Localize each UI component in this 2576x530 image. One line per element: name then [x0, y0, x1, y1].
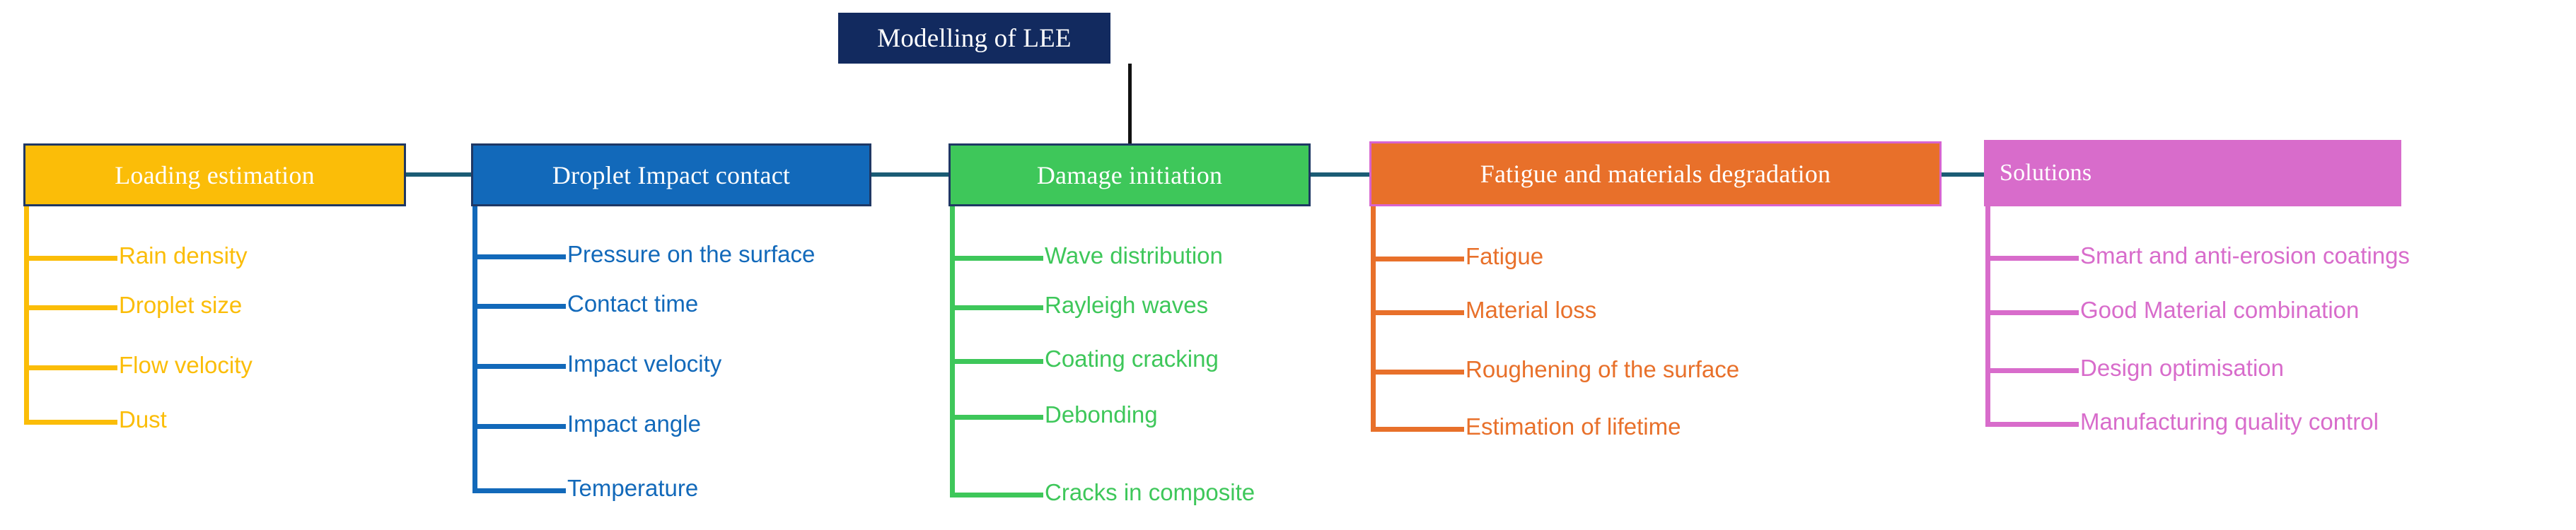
branch-label-damage-initiation: Damage initiation: [1036, 160, 1223, 189]
branch-twig: [1371, 310, 1464, 315]
branch-twig: [1985, 422, 2079, 427]
branch-label-solutions: Solutions: [2000, 160, 2092, 186]
leaf-item[interactable]: Rain density: [119, 242, 248, 269]
connector-fatigue-to-solutions: [1942, 172, 1984, 177]
branch-twig: [24, 420, 117, 425]
leaf-item[interactable]: Pressure on the surface: [567, 241, 816, 267]
branch-twig: [472, 424, 566, 429]
leaf-item[interactable]: Smart and anti-erosion coatings: [2080, 242, 2410, 269]
leaf-item[interactable]: Manufacturing quality control: [2080, 408, 2379, 435]
branch-twig: [950, 415, 1043, 420]
branch-twig: [24, 305, 117, 310]
connector-root-to-damage-initiation: [1128, 64, 1132, 143]
branch-twig: [950, 359, 1043, 364]
branch-twig: [24, 365, 117, 370]
leaf-item[interactable]: Wave distribution: [1045, 242, 1223, 269]
leaf-item[interactable]: Debonding: [1045, 401, 1158, 428]
leaf-item[interactable]: Impact angle: [567, 411, 701, 437]
leaf-item[interactable]: Coating cracking: [1045, 346, 1219, 372]
root-node-modelling-of-lee[interactable]: Modelling of LEE: [838, 13, 1110, 64]
branch-node-damage-initiation[interactable]: Damage initiation: [948, 143, 1311, 206]
leaf-item[interactable]: Estimation of lifetime: [1466, 413, 1681, 440]
leaf-item[interactable]: Impact velocity: [567, 351, 722, 377]
connector-loading-to-droplet: [406, 172, 471, 177]
leaf-item[interactable]: Flow velocity: [119, 352, 253, 378]
root-node-label: Modelling of LEE: [877, 23, 1072, 53]
branch-twig: [472, 364, 566, 369]
leaf-item[interactable]: Contact time: [567, 290, 699, 317]
leaf-item[interactable]: Fatigue: [1466, 243, 1544, 269]
connector-damage-to-fatigue: [1311, 172, 1369, 177]
branch-twig: [950, 256, 1043, 261]
leaf-item[interactable]: Temperature: [567, 475, 699, 501]
branch-twig: [1371, 370, 1464, 375]
branch-label-loading-estimation: Loading estimation: [115, 160, 315, 189]
leaf-item[interactable]: Cracks in composite: [1045, 479, 1255, 505]
leaf-item[interactable]: Material loss: [1466, 297, 1597, 323]
branch-stem-droplet-impact-contact: [472, 206, 477, 493]
branch-twig: [24, 256, 117, 261]
leaf-item[interactable]: Dust: [119, 406, 167, 432]
branch-stem-damage-initiation: [950, 206, 955, 497]
branch-node-fatigue-and-materials-degradation[interactable]: Fatigue and materials degradation: [1369, 141, 1942, 206]
branch-twig: [1371, 257, 1464, 261]
branch-label-droplet-impact-contact: Droplet Impact contact: [552, 160, 791, 189]
branch-node-solutions[interactable]: Solutions: [1984, 140, 2401, 206]
branch-stem-fatigue-and-materials-degradation: [1371, 206, 1376, 432]
branch-node-loading-estimation[interactable]: Loading estimation: [23, 143, 406, 206]
leaf-item[interactable]: Droplet size: [119, 292, 243, 318]
branch-twig: [1985, 310, 2079, 315]
leaf-item[interactable]: Good Material combination: [2080, 297, 2360, 323]
leaf-item[interactable]: Rayleigh waves: [1045, 292, 1209, 318]
branch-stem-solutions: [1985, 206, 1990, 427]
branch-twig: [472, 254, 566, 259]
branch-twig: [472, 304, 566, 309]
leaf-item[interactable]: Roughening of the surface: [1466, 356, 1740, 382]
branch-twig: [1985, 368, 2079, 373]
branch-twig: [472, 488, 566, 493]
branch-node-droplet-impact-contact[interactable]: Droplet Impact contact: [471, 143, 871, 206]
branch-twig: [1985, 256, 2079, 261]
leaf-item[interactable]: Design optimisation: [2080, 355, 2284, 381]
connector-droplet-to-damage: [871, 172, 948, 177]
branch-twig: [950, 305, 1043, 310]
branch-stem-loading-estimation: [24, 206, 29, 425]
branch-twig: [950, 493, 1043, 497]
branch-label-fatigue-and-materials-degradation: Fatigue and materials degradation: [1480, 160, 1831, 188]
branch-twig: [1371, 427, 1464, 432]
